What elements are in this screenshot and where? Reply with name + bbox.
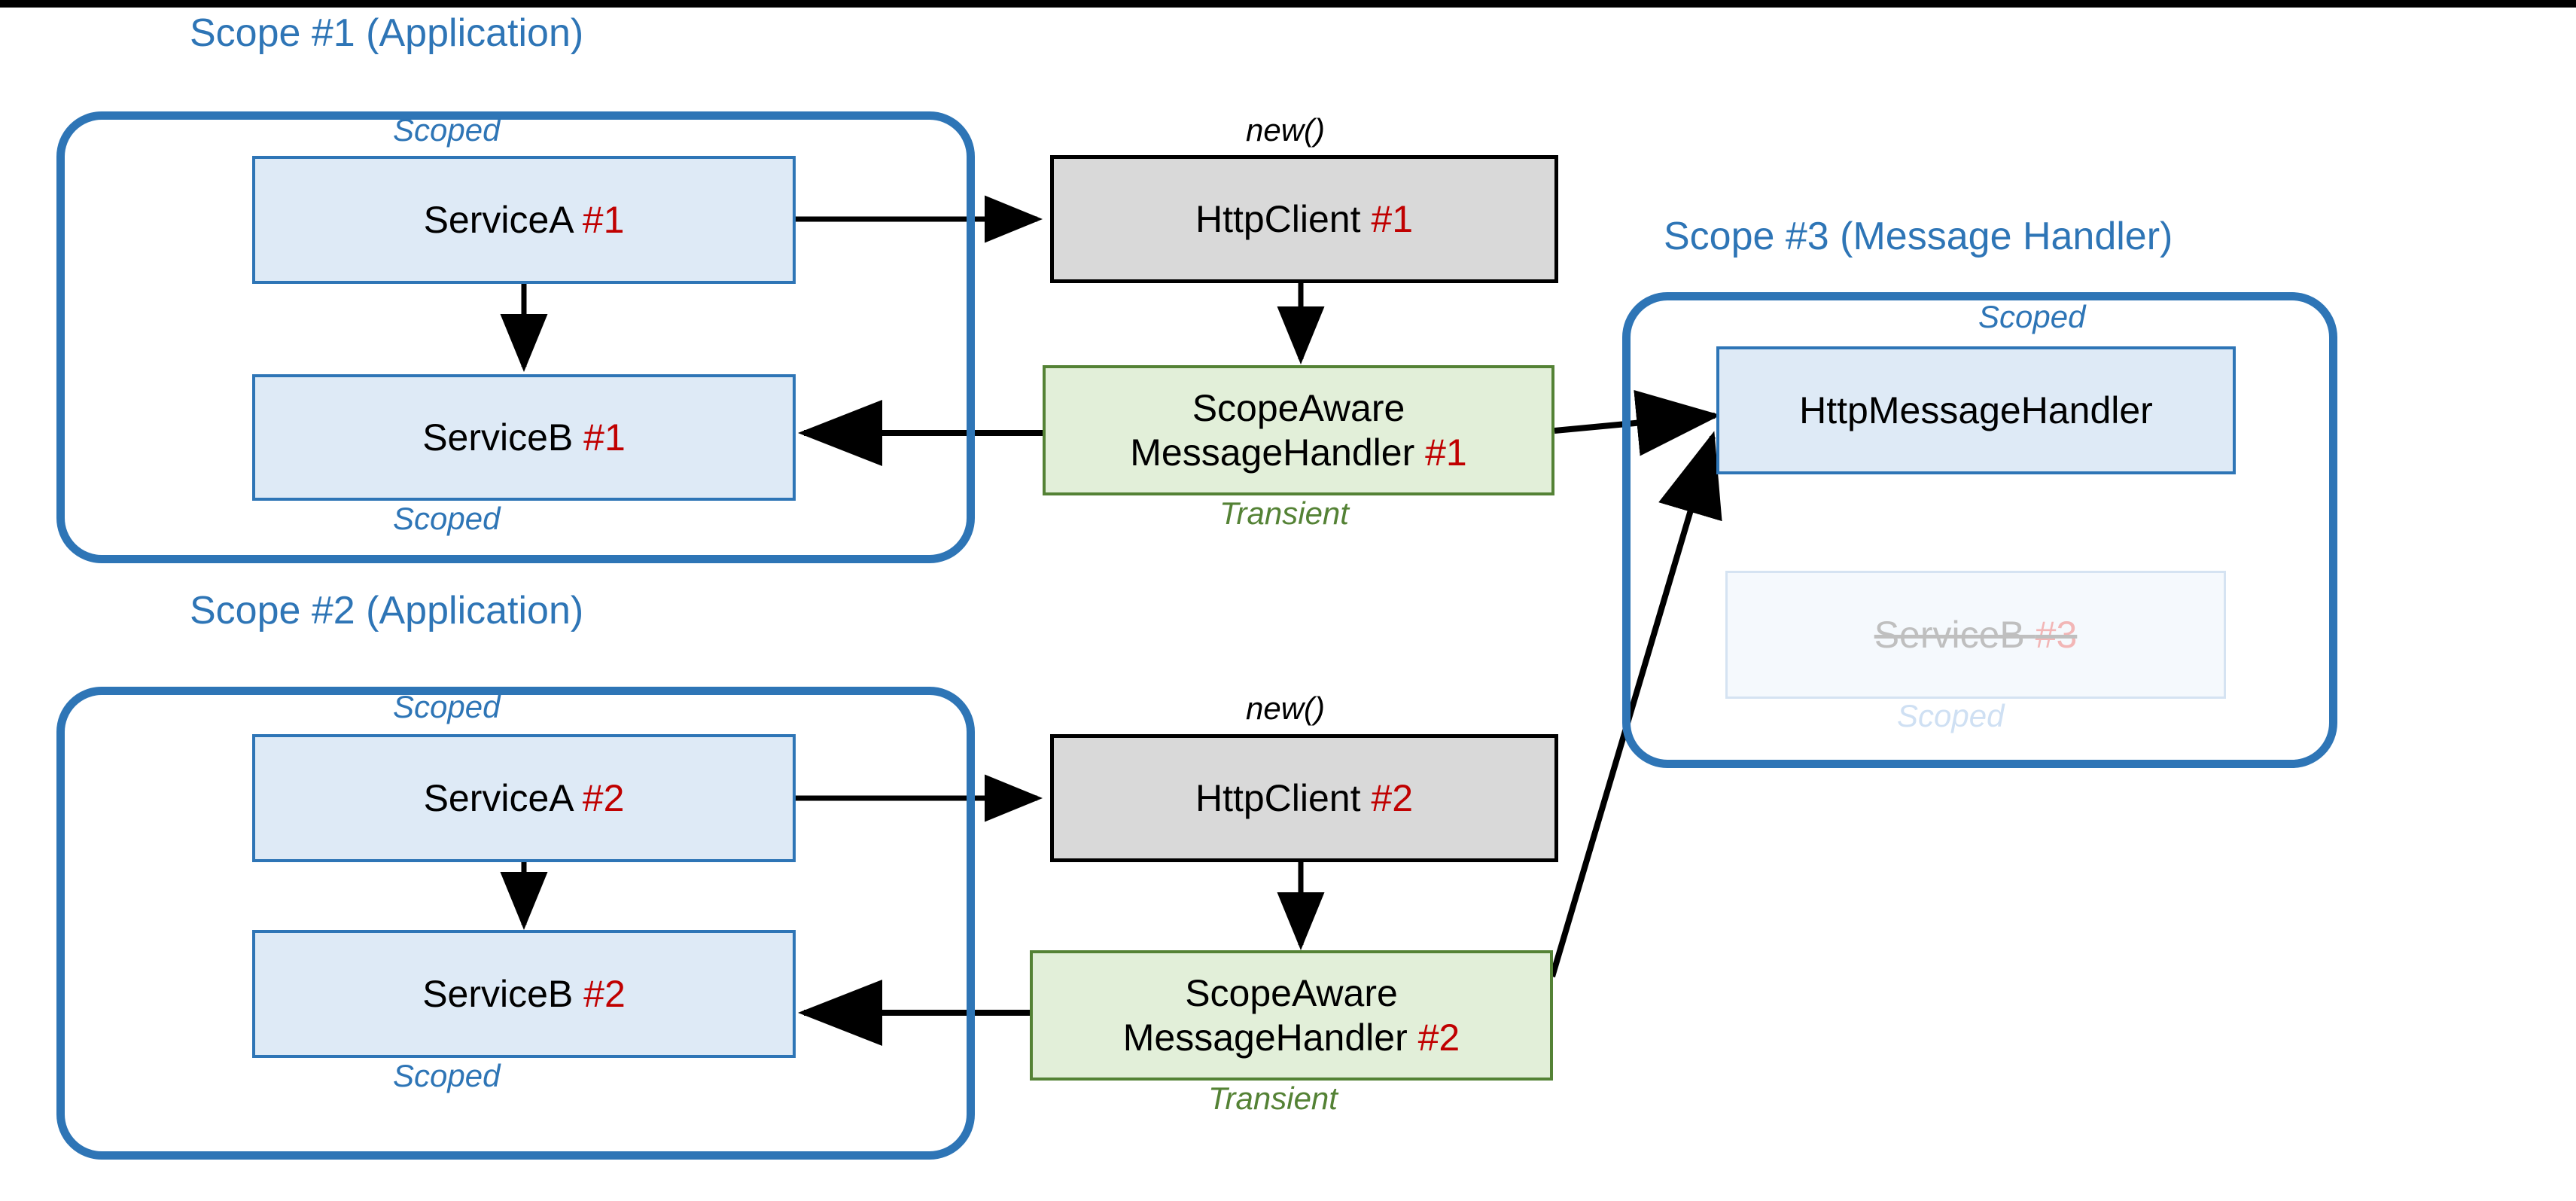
node-httpclient-2-instance: #2 — [1371, 776, 1414, 819]
node-httpclient-2[interactable]: HttpClient #2 — [1050, 734, 1558, 862]
scope-box-1 — [56, 111, 975, 563]
node-handler-2-instance: #2 — [1417, 1016, 1460, 1059]
node-handler-2-label-line1: ScopeAware — [1185, 971, 1398, 1014]
node-servicea-1-instance: #1 — [582, 198, 625, 241]
node-httpclient-1[interactable]: HttpClient #1 — [1050, 155, 1558, 283]
node-servicea-2[interactable]: ServiceA #2 — [252, 734, 796, 862]
caption-serviceb2-scoped: Scoped — [393, 1058, 501, 1093]
node-serviceb-2-instance: #2 — [583, 972, 626, 1015]
node-serviceb-3-instance: #3 — [2035, 613, 2078, 656]
node-serviceb-2[interactable]: ServiceB #2 — [252, 930, 796, 1058]
node-serviceb-1[interactable]: ServiceB #1 — [252, 374, 796, 501]
node-scopeaware-messagehandler-2[interactable]: ScopeAware MessageHandler #2 — [1030, 950, 1553, 1081]
scope-title-1: Scope #1 (Application) — [190, 11, 584, 55]
caption-serviceb3-scoped: Scoped — [1897, 698, 2005, 733]
node-servicea-2-instance: #2 — [582, 776, 625, 819]
top-black-bar — [0, 0, 2576, 8]
scope-box-3 — [1622, 292, 2337, 768]
node-serviceb-2-label: ServiceB — [422, 972, 584, 1015]
node-httpclient-1-label: HttpClient — [1195, 197, 1372, 240]
node-scopeaware-messagehandler-1[interactable]: ScopeAware MessageHandler #1 — [1043, 365, 1554, 495]
caption-handler2-transient: Transient — [1208, 1081, 1338, 1116]
node-handler-2-label-line2: MessageHandler — [1122, 1016, 1418, 1059]
scope-title-3: Scope #3 (Message Handler) — [1664, 215, 2173, 258]
scope-title-2: Scope #2 (Application) — [190, 589, 584, 633]
caption-servicea2-scoped: Scoped — [393, 689, 501, 724]
node-serviceb-3-label: ServiceB — [1874, 613, 2036, 656]
node-httpclient-2-label: HttpClient — [1195, 776, 1372, 819]
node-servicea-1[interactable]: ServiceA #1 — [252, 156, 796, 284]
node-handler-1-label-line1: ScopeAware — [1192, 386, 1405, 429]
node-serviceb-1-label: ServiceB — [422, 416, 584, 459]
caption-handler1-transient: Transient — [1219, 495, 1349, 531]
node-handler-1-label-line2: MessageHandler — [1130, 431, 1426, 474]
node-serviceb-1-instance: #1 — [583, 416, 626, 459]
node-handler-1-instance: #1 — [1425, 431, 1467, 474]
node-httpmessagehandler-label: HttpMessageHandler — [1799, 389, 2153, 431]
node-servicea-1-label: ServiceA — [423, 198, 583, 241]
caption-httpmessagehandler-scoped: Scoped — [1978, 299, 2086, 334]
node-httpclient-1-instance: #1 — [1371, 197, 1414, 240]
caption-servicea1-scoped: Scoped — [393, 112, 501, 148]
node-serviceb-3[interactable]: ServiceB #3 — [1725, 571, 2226, 699]
node-httpmessagehandler[interactable]: HttpMessageHandler — [1716, 346, 2236, 474]
scope-box-2 — [56, 687, 975, 1160]
caption-serviceb1-scoped: Scoped — [393, 501, 501, 536]
caption-httpclient1-new: new() — [1246, 112, 1326, 148]
caption-httpclient2-new: new() — [1246, 690, 1326, 726]
node-servicea-2-label: ServiceA — [423, 776, 583, 819]
